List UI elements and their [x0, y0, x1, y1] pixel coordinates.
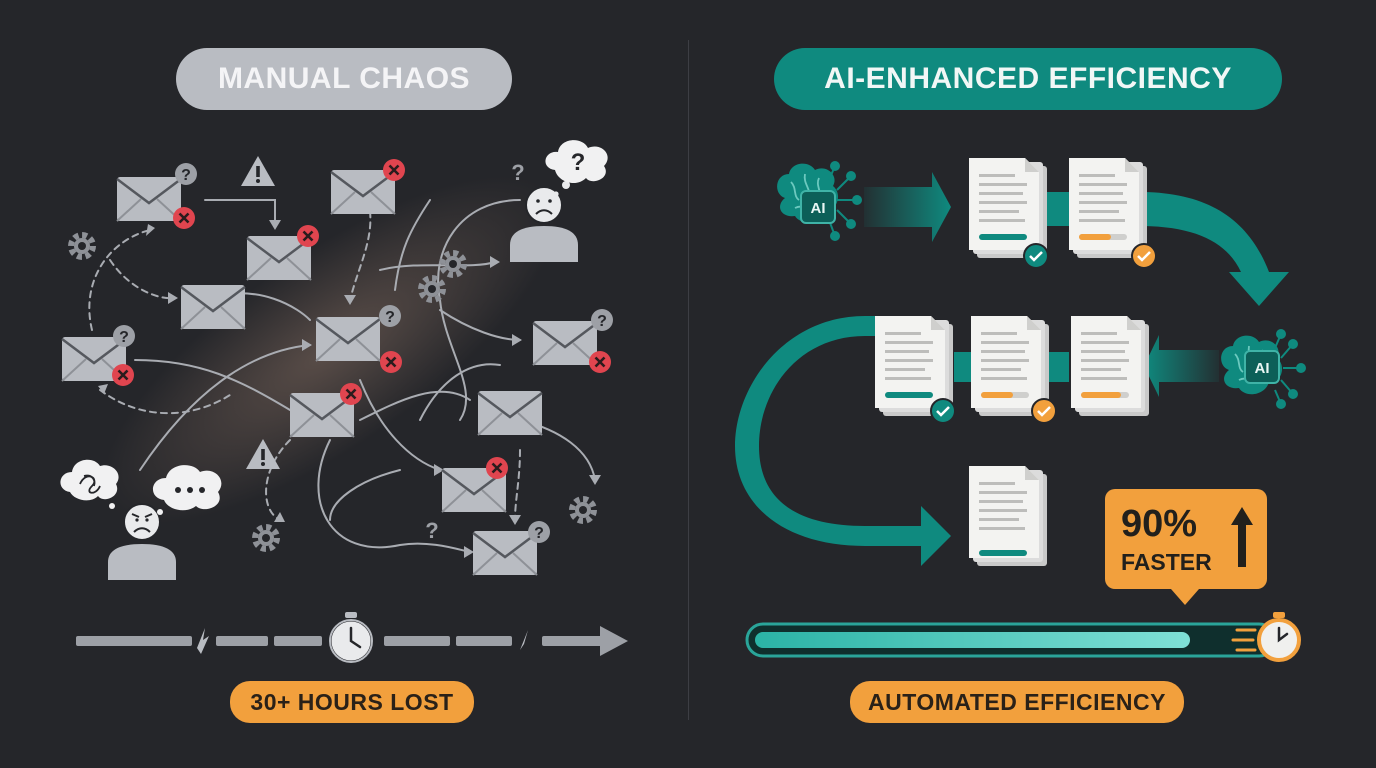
up-arrow-icon [1231, 507, 1253, 567]
speed-stat-badge: 90% FASTER [1105, 489, 1267, 605]
progress-bar [745, 622, 1277, 658]
question-icon [528, 521, 550, 543]
ai-brain-icon: AI [776, 161, 862, 241]
stopwatch-icon [1231, 612, 1301, 662]
error-x-icon [587, 349, 613, 375]
warning-icon [241, 156, 275, 186]
workflow-illustration: AI AI [735, 158, 1306, 662]
speed-stat-value: 90% [1121, 503, 1198, 545]
manual-chaos-panel: ? [60, 48, 628, 723]
error-x-icon [338, 381, 364, 407]
ai-label: AI [811, 200, 826, 217]
gear-icon [71, 235, 93, 257]
stopwatch-icon [328, 612, 374, 664]
hours-lost-badge: 30+ HOURS LOST [230, 681, 474, 723]
envelope-icon [115, 175, 183, 223]
envelope-icon [531, 319, 599, 367]
document-icon [1071, 316, 1149, 416]
envelope-icon [314, 315, 382, 363]
question-icon [113, 325, 135, 347]
ai-label: AI [1255, 360, 1270, 377]
gear-icon [255, 527, 277, 549]
question-icon [379, 305, 401, 327]
thought-bubble-icon [60, 459, 119, 509]
error-x-icon [381, 157, 407, 183]
confused-person-icon [510, 186, 578, 262]
panel-divider [688, 40, 689, 720]
document-icon [969, 466, 1047, 566]
broken-timeline [76, 626, 628, 656]
error-x-icon [378, 349, 404, 375]
check-icon [930, 398, 956, 424]
error-x-icon [171, 205, 197, 231]
gear-icon [572, 499, 594, 521]
document-icon [875, 316, 953, 416]
envelope-icon [471, 529, 539, 577]
thought-bubble-icon: ? [545, 140, 608, 197]
ai-efficiency-panel: AI AI [689, 0, 1376, 768]
question-icon [175, 163, 197, 185]
envelope-icon [179, 283, 247, 331]
check-icon [1131, 243, 1157, 269]
panel-title: MANUAL CHAOS [176, 48, 512, 110]
question-icon: ? [511, 160, 524, 185]
question-icon [591, 309, 613, 331]
document-icon [1069, 158, 1147, 258]
error-x-icon [295, 223, 321, 249]
speed-stat-label: FASTER [1121, 549, 1212, 575]
svg-text:?: ? [571, 149, 586, 176]
envelope-icon [476, 389, 544, 437]
check-icon [1023, 243, 1049, 269]
check-icon [1031, 398, 1057, 424]
confused-person-icon [108, 503, 176, 580]
automated-efficiency-badge: AUTOMATED EFFICIENCY [850, 681, 1184, 723]
error-x-icon [110, 362, 136, 388]
question-icon: ? [425, 518, 438, 543]
ai-brain-icon: AI [1220, 329, 1306, 409]
error-x-icon [484, 455, 510, 481]
thought-bubble-icon [152, 465, 222, 515]
chaos-illustration: ? [60, 140, 628, 664]
document-icon [969, 158, 1047, 258]
document-icon [971, 316, 1049, 416]
panel-title: AI-ENHANCED EFFICIENCY [774, 48, 1282, 110]
